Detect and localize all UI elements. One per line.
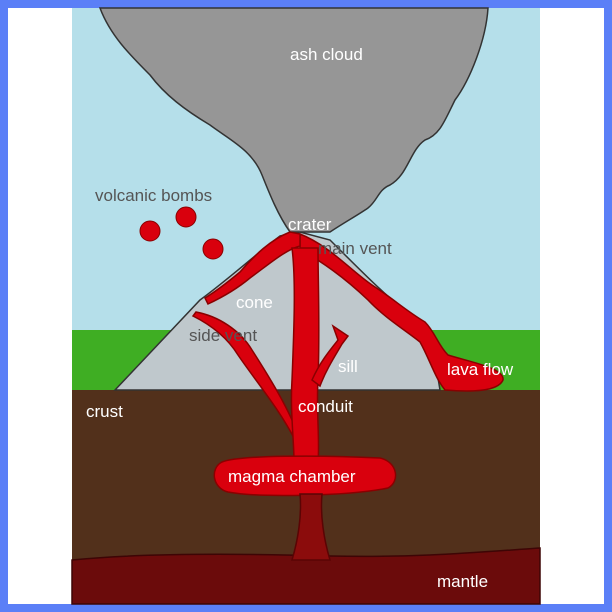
volcanic-bomb: [139, 220, 161, 242]
label-crust: crust: [86, 402, 123, 421]
magma-feeder: [290, 493, 332, 561]
label-crater: crater: [288, 215, 332, 234]
label-lava-flow: lava flow: [447, 360, 514, 379]
label-cone: cone: [236, 293, 273, 312]
magma-chamber: [213, 455, 397, 497]
lava-flow: [299, 232, 504, 392]
label-sill: sill: [338, 357, 358, 376]
label-mantle: mantle: [437, 572, 488, 591]
label-magma-chamber: magma chamber: [228, 467, 356, 486]
label-volcanic-bombs: volcanic bombs: [95, 186, 212, 205]
volcanic-bomb: [202, 238, 224, 260]
sill: [311, 324, 350, 388]
lava-rim-left: [204, 231, 301, 305]
label-ash-cloud: ash cloud: [290, 45, 363, 64]
volcanic-bomb: [175, 206, 197, 228]
conduit: [290, 247, 320, 463]
ash-cloud: [98, 7, 489, 233]
label-conduit: conduit: [298, 397, 353, 416]
mantle-layer: [71, 547, 541, 605]
label-main-vent: main vent: [318, 239, 392, 258]
label-side-vent: side vent: [189, 326, 257, 345]
